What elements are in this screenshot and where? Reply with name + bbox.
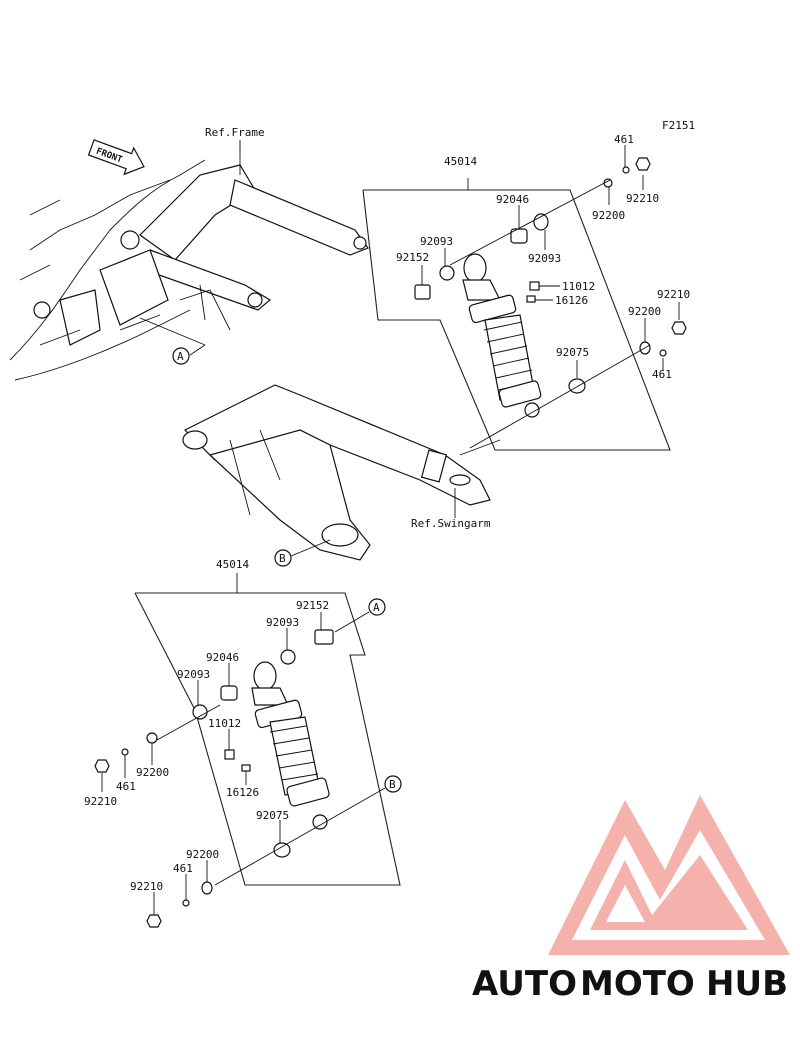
callout-b-lower: B <box>384 775 402 793</box>
lower-label-92210-bottom: 92210 <box>130 880 163 893</box>
watermark-hub: HUB <box>706 964 788 1004</box>
upper-92152-bushing <box>414 284 431 300</box>
lower-shock-group: 45014 A B <box>84 558 402 928</box>
upper-label-11012: 11012 <box>562 280 595 293</box>
ref-swingarm-label: Ref.Swingarm <box>411 517 491 530</box>
upper-461-washer-top <box>622 166 630 174</box>
svg-text:B: B <box>389 778 396 791</box>
lower-label-11012: 11012 <box>208 717 241 730</box>
upper-92075-collar <box>568 378 586 394</box>
svg-text:B: B <box>279 552 286 565</box>
callout-a-lower: A <box>368 598 386 616</box>
front-arrow-icon: FRONT <box>87 139 145 176</box>
upper-label-92200-top: 92200 <box>592 209 625 222</box>
upper-label-92075: 92075 <box>556 346 589 359</box>
upper-461-washer-right <box>659 349 667 357</box>
lower-92210-nut-left <box>94 759 110 773</box>
upper-label-92210-top: 92210 <box>626 192 659 205</box>
svg-text:A: A <box>373 601 380 614</box>
lower-92046-bearing <box>220 685 238 701</box>
upper-label-461-right: 461 <box>652 368 672 381</box>
lower-92075-collar <box>273 842 291 858</box>
lower-461-washer-left <box>121 748 129 756</box>
frame-drawing <box>9 143 369 381</box>
upper-shock-absorber <box>462 253 542 418</box>
upper-label-92093-right: 92093 <box>528 252 561 265</box>
upper-92093-seal-right <box>533 213 549 231</box>
lower-11012-fitting <box>224 749 235 760</box>
lower-label-461-bottom: 461 <box>173 862 193 875</box>
lower-92093-seal-bottom <box>192 704 208 720</box>
swingarm-drawing <box>182 384 501 561</box>
upper-label-461-top: 461 <box>614 133 634 146</box>
watermark-text: AUTO MOTO HUB <box>472 964 788 1004</box>
watermark-auto: AUTO <box>472 964 577 1004</box>
upper-92093-seal-left <box>439 265 455 281</box>
lower-label-92200-left: 92200 <box>136 766 169 779</box>
upper-11012-fitting <box>529 281 540 291</box>
lower-label-92210-left: 92210 <box>84 795 117 808</box>
lower-label-92093-bottom: 92093 <box>177 668 210 681</box>
lower-assembly-number: 45014 <box>216 558 249 571</box>
upper-label-92200-right: 92200 <box>628 305 661 318</box>
upper-16126-cap <box>526 295 536 303</box>
lower-label-92152: 92152 <box>296 599 329 612</box>
lower-label-92046: 92046 <box>206 651 239 664</box>
lower-label-92093-top: 92093 <box>266 616 299 629</box>
lower-92093-seal-top <box>280 649 296 665</box>
lower-shock-absorber <box>251 661 330 830</box>
svg-text:A: A <box>177 350 184 363</box>
lower-92200-washer-left <box>146 732 158 744</box>
watermark-moto: MOTO <box>580 964 695 1004</box>
lower-label-461-left: 461 <box>116 780 136 793</box>
lower-461-washer-bottom <box>182 899 190 907</box>
watermark-logo <box>548 795 790 955</box>
lower-label-16126: 16126 <box>226 786 259 799</box>
lower-92210-nut-bottom <box>146 914 162 928</box>
upper-label-92046: 92046 <box>496 193 529 206</box>
lower-label-92200-bottom: 92200 <box>186 848 219 861</box>
callout-b-upper: B <box>274 549 292 567</box>
upper-92210-nut-top <box>635 157 651 171</box>
ref-frame-label: Ref.Frame <box>205 126 265 139</box>
upper-assembly-number: 45014 <box>444 155 477 168</box>
upper-label-92093-left: 92093 <box>420 235 453 248</box>
lower-16126-cap <box>241 764 251 772</box>
upper-shock-group: 45014 <box>362 133 690 451</box>
upper-label-16126: 16126 <box>555 294 588 307</box>
upper-label-92210-right: 92210 <box>657 288 690 301</box>
upper-label-92152: 92152 <box>396 251 429 264</box>
lower-label-92075: 92075 <box>256 809 289 822</box>
callout-a-upper: A <box>172 347 190 365</box>
upper-92210-nut-right <box>671 321 687 335</box>
diagram-code: F2151 <box>662 119 695 132</box>
lower-92200-washer-bottom <box>201 881 213 895</box>
lower-92152-bushing <box>314 629 334 645</box>
